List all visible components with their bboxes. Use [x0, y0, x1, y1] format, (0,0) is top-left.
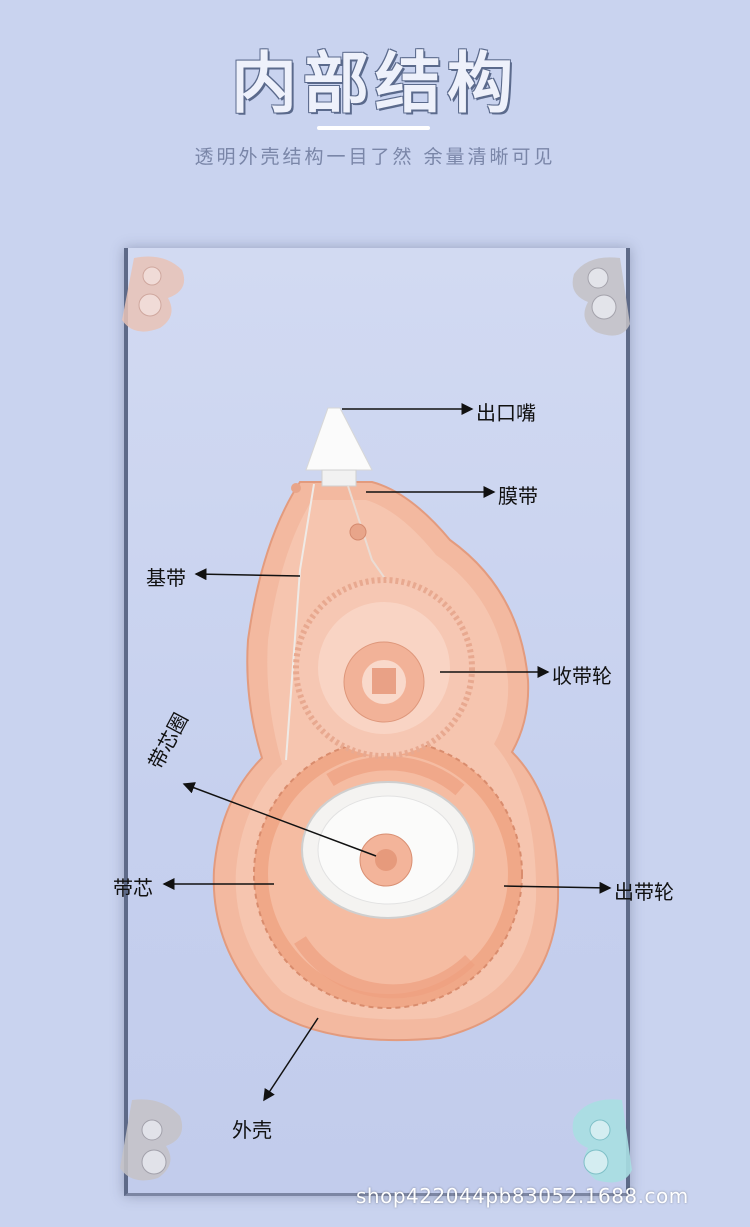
- label-shell: 外壳: [232, 1118, 272, 1142]
- corner-thumbnail-bottom-right: [572, 1099, 632, 1183]
- label-supply-wheel: 出带轮: [614, 880, 674, 904]
- label-base-tape: 基带: [146, 566, 186, 590]
- nozzle-tip: [305, 407, 373, 487]
- label-film-tape: 膜带: [498, 484, 538, 508]
- core-ring-arrow: [182, 782, 377, 857]
- label-take-up-wheel: 收带轮: [552, 664, 612, 688]
- shell-arrow: [263, 1017, 319, 1102]
- page-title: 内部结构: [231, 45, 519, 122]
- corner-thumbnail-top-right: [572, 257, 630, 336]
- base-tape-arrow: [194, 568, 301, 581]
- corner-thumbnail-bottom-left: [120, 1099, 183, 1181]
- label-core: 带芯: [113, 876, 153, 900]
- supply-wheel-arrow: [503, 881, 612, 894]
- watermark: shop422044pb83052.1688.com: [356, 1184, 689, 1208]
- label-nozzle: 出口嘴: [476, 401, 536, 425]
- title-underline: [317, 126, 430, 130]
- take-up-wheel: [293, 577, 475, 759]
- tape-roll: [301, 781, 475, 919]
- corner-thumbnail-top-left: [122, 256, 185, 332]
- page-subtitle: 透明外壳结构一目了然 余量清晰可见: [194, 146, 556, 168]
